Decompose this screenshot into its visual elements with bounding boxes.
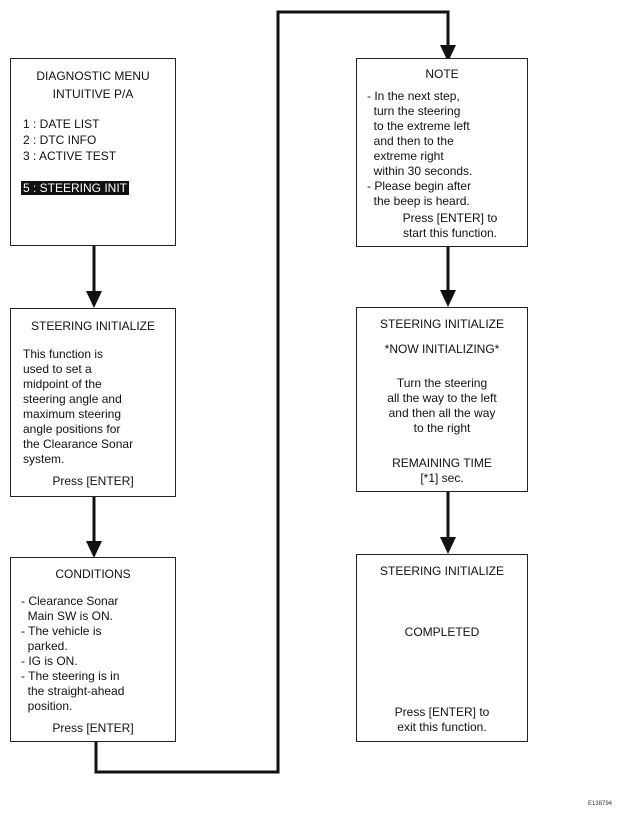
completed-exit-function: exit this function. [397,720,487,734]
conditions-press-enter: Press [ENTER] [52,721,134,735]
note-line: within 30 seconds. [367,164,473,178]
initializing-instruction-line: to the right [413,421,471,435]
selected-menu-item: 5 : STEERING INIT [21,181,130,195]
note-line: - In the next step, [367,89,460,103]
completed-box: STEERING INITIALIZE COMPLETED Press [ENT… [356,554,528,742]
conditions-box: CONDITIONS - Clearance Sonar Main SW is … [10,557,176,742]
note-title: NOTE [425,67,459,81]
menu-item-date-list: 1 : DATE LIST [23,117,100,131]
note-line: - Please begin after [367,179,472,193]
completed-status: COMPLETED [404,625,480,639]
init-title: STEERING INITIALIZE [30,319,156,333]
note-box: NOTE - In the next step, turn the steeri… [356,58,528,247]
initializing-status: *NOW INITIALIZING* [384,342,500,356]
init-press-enter: Press [ENTER] [52,474,134,488]
diagnostic-menu-box: DIAGNOSTIC MENU INTUITIVE P/A 1 : DATE L… [10,58,176,246]
note-line: turn the steering [367,104,461,118]
conditions-line: - IG is ON. [21,654,78,668]
remaining-time-label: REMAINING TIME [392,456,492,470]
arrowhead-completed [440,537,456,554]
conditions-line: parked. [21,639,68,653]
conditions-line: the straight-ahead [21,684,125,698]
completed-title: STEERING INITIALIZE [379,564,505,578]
menu-item-active-test: 3 : ACTIVE TEST [23,149,117,163]
initializing-title: STEERING INITIALIZE [379,317,505,331]
conditions-line: Main SW is ON. [21,609,114,623]
arrowhead-note [440,45,456,62]
init-body-line: system. [23,452,65,466]
menu-item-steering-init: 5 : STEERING INIT [21,181,130,195]
arrowhead-init [86,291,102,308]
conditions-title: CONDITIONS [55,567,131,581]
menu-subtitle: INTUITIVE P/A [52,87,134,101]
initializing-instruction-line: and then all the way [388,406,496,420]
steering-initialize-box: STEERING INITIALIZE This function is use… [10,308,176,497]
conditions-line: position. [21,699,73,713]
initializing-box: STEERING INITIALIZE *NOW INITIALIZING* T… [356,307,528,492]
note-line: the beep is heard. [367,194,470,208]
note-line: to the extreme left [367,119,470,133]
arrowhead-initializing [440,290,456,307]
note-start-function: start this function. [402,226,498,240]
note-line: and then to the [367,134,454,148]
init-body-line: midpoint of the [23,377,102,391]
note-line: extreme right [367,149,444,163]
remaining-time-value: [*1] sec. [420,471,464,485]
initializing-instruction-line: Turn the steering [396,376,488,390]
arrowhead-conditions [86,541,102,558]
menu-title: DIAGNOSTIC MENU [36,69,150,83]
menu-item-dtc-info: 2 : DTC INFO [23,133,97,147]
init-body-line: This function is [23,347,104,361]
note-press-enter: Press [ENTER] to [402,211,498,225]
init-body-line: the Clearance Sonar [23,437,134,451]
init-body-line: angle positions for [23,422,121,436]
connector-conditions-to-note [94,10,450,774]
conditions-line: - The vehicle is [21,624,102,638]
init-body-line: steering angle and [23,392,122,406]
conditions-line: - The steering is in [21,669,120,683]
figure-id: E138794 [587,801,612,807]
completed-press-enter: Press [ENTER] to [394,705,490,719]
conditions-line: - Clearance Sonar [21,594,119,608]
init-body-line: used to set a [23,362,92,376]
initializing-instruction-line: all the way to the left [387,391,497,405]
init-body-line: maximum steering [23,407,122,421]
